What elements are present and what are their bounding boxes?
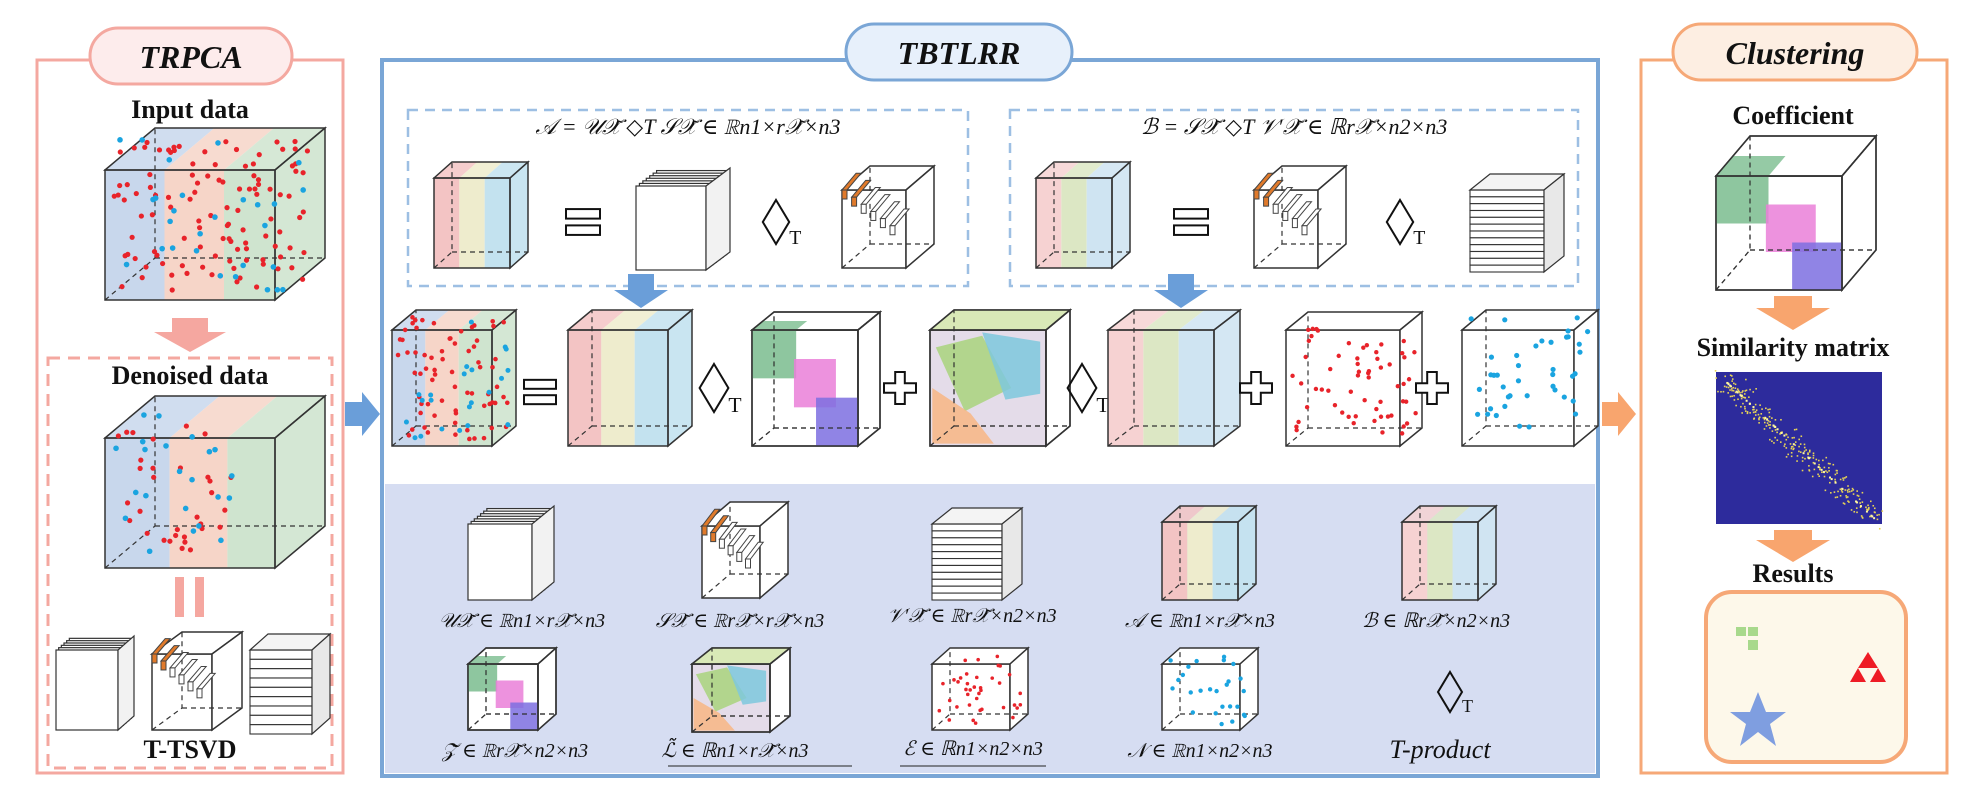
tbtlrr-header [844,22,1074,82]
formula-a-result-cube [432,160,530,270]
legend-label-6: ℒ̃ ∈ ℝn1×r𝒳̃×n3 [661,737,808,762]
denoised-data-label: Denoised data [112,361,269,390]
svg-text:T: T [1096,393,1109,417]
input-data-cube [102,126,328,302]
tsvd-s-diagonal [149,630,245,732]
legend-n-icon [1160,646,1260,732]
formula-a-box [406,108,970,288]
formula-b-result-cube [1034,160,1132,270]
eq-b-cube [1105,308,1243,448]
legend-t-product-icon: T [1436,670,1473,716]
trpca-to-tbtlrr-arrow [345,392,380,436]
eq-e-noise-cube [1283,310,1425,448]
trpca-header [88,26,294,86]
trpca-title: TRPCA [139,39,242,75]
eq-input-cube [389,308,519,448]
legend-v-icon [930,506,1024,602]
legend-label-0: 𝒰𝒳̃ ∈ ℝn1×r𝒳̃×n3 [439,610,605,632]
legend-label-2: 𝒱′𝒳̃ ∈ ℝr𝒳̃×n2×n3 [887,605,1056,627]
clustering-down-arrow-2 [1756,530,1830,562]
coefficient-cube [1714,133,1878,293]
legend-l-icon [689,646,793,734]
legend-b-icon [1400,504,1498,602]
formula-b-down-arrow [1154,274,1208,308]
coefficient-label: Coefficient [1732,101,1854,130]
legend-label-9: T-product [1389,735,1491,764]
svg-text:T: T [789,227,801,249]
result-cluster-blue-star [1730,692,1786,746]
tsvd-u-slabs [55,634,135,732]
eq-z-cube [749,310,883,448]
formula-b-s-diagonal [1251,164,1349,270]
eq-a-cube [565,308,695,448]
formula-b-v-slabs [1468,172,1566,274]
svg-text:T: T [728,393,741,417]
equals-vertical-right [195,577,204,617]
tbtlrr-to-clustering-arrow [1602,392,1636,436]
result-cluster-green [1736,627,1758,650]
clustering-header [1671,22,1919,82]
tsvd-v-slabs [248,632,332,736]
input-data-label: Input data [131,95,249,124]
formula-a-t-product: T [761,198,801,249]
legend-label-8: 𝒩 ∈ ℝn1×n2×n3 [1127,740,1272,762]
formula-b: ℬ = 𝒮𝒳̃ ◇T 𝒱′𝒳̃ ∈ ℝr𝒳̃×n2×n3 [1141,114,1448,139]
legend-a-icon [1160,504,1258,602]
eq-plus-1 [883,371,917,405]
clustering-title: Clustering [1726,35,1865,71]
formula-b-t-product: T [1385,198,1425,249]
eq-plus-2 [1239,371,1273,405]
formula-a-s-diagonal [839,164,937,270]
clustering-down-arrow-1 [1756,296,1830,330]
eq-equals [523,378,557,406]
formula-a: 𝒜 = 𝒰𝒳̃ ◇T 𝒮𝒳̃ ∈ ℝn1×r𝒳̃×n3 [535,114,840,139]
formula-b-box [1008,108,1580,288]
legend-u-icon [467,504,555,602]
results-label: Results [1753,559,1834,588]
similarity-matrix [1714,370,1884,530]
equals-vertical-left [175,577,184,617]
svg-text:T: T [1413,227,1425,249]
tbtlrr-title: TBTLRR [898,35,1021,71]
legend-label-1: 𝒮𝒳̃ ∈ ℝr𝒳̃×r𝒳̃×n3 [656,610,825,632]
similarity-matrix-label: Similarity matrix [1697,333,1890,362]
legend-label-3: 𝒜 ∈ ℝn1×r𝒳̃×n3 [1125,610,1275,632]
legend-e-icon [930,646,1030,732]
eq-t-product-1: T [698,362,742,417]
legend-s-icon [699,500,791,600]
svg-text:T: T [1462,696,1473,716]
formula-a-equals [565,208,601,236]
eq-t-product-2: T [1066,362,1110,417]
formula-a-down-arrow [614,274,668,308]
result-cluster-red-triangles [1850,652,1886,682]
legend-label-5: 𝒵̃ ∈ ℝr𝒳̃×n2×n3 [441,740,588,762]
eq-l-cube [927,308,1073,448]
legend-label-4: ℬ ∈ ℝr𝒳̃×n2×n3 [1362,610,1510,632]
formula-b-equals [1173,208,1209,236]
legend-z-icon [466,646,558,732]
legend-label-7: ℰ ∈ ℝn1×n2×n3 [903,738,1043,760]
denoised-data-cube [102,394,328,570]
t-tsvd-label: T-TSVD [144,735,237,764]
trpca-down-arrow [154,318,226,352]
formula-a-u-slabs [635,166,731,272]
eq-n-noise-cube [1459,308,1601,448]
eq-plus-3 [1415,371,1449,405]
denoised-dashed-box [46,356,334,770]
